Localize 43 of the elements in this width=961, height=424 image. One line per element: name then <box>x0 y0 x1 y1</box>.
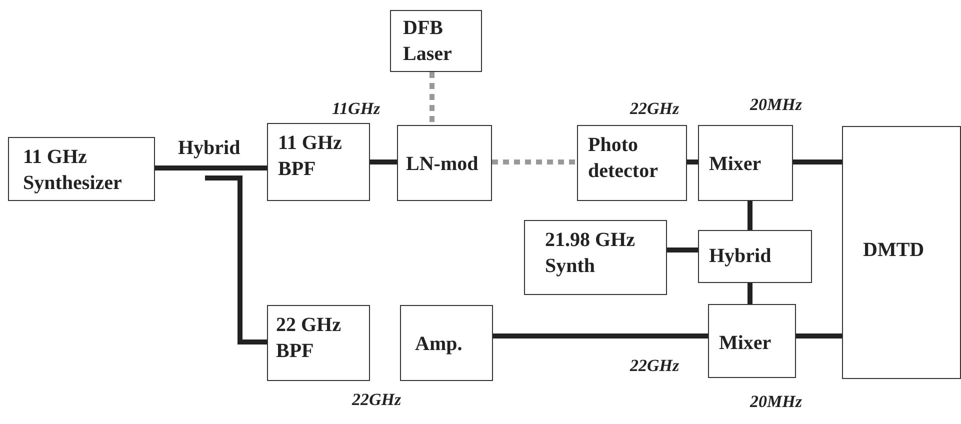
block-label: DFB Laser <box>403 16 453 67</box>
frequency-label: 22GHz <box>630 356 680 376</box>
block-label: LN-mod <box>406 152 480 177</box>
block-label: Photo detector <box>588 133 659 184</box>
connector-line <box>748 283 752 304</box>
block-box <box>400 305 493 381</box>
connector-line <box>687 160 698 164</box>
connector-line <box>796 334 842 338</box>
frequency-label: 22GHz <box>352 390 402 410</box>
block-label: 11 GHz BPF <box>278 131 343 182</box>
frequency-label: 11GHz <box>332 99 380 119</box>
block-label: 11 GHz Synthesizer <box>23 145 123 196</box>
block-box <box>8 137 155 201</box>
connector-line <box>430 72 434 125</box>
block-box <box>842 126 961 379</box>
frequency-label: 20MHz <box>750 95 802 115</box>
frequency-label: 22GHz <box>630 99 680 119</box>
block-label: Mixer <box>709 152 762 177</box>
connector-line <box>492 160 577 164</box>
connector-line <box>155 166 267 170</box>
block-box <box>267 305 370 381</box>
block-box <box>390 10 482 72</box>
block-label: Hybrid <box>709 244 772 269</box>
block-box <box>577 125 687 201</box>
frequency-label: 20MHz <box>750 392 802 412</box>
block-box <box>267 123 370 201</box>
block-box <box>524 220 667 295</box>
block-box <box>397 125 492 201</box>
block-box <box>698 125 793 201</box>
connector-line <box>793 160 842 164</box>
connector-line <box>667 248 698 252</box>
block-label: 22 GHz BPF <box>276 313 342 364</box>
connector-line <box>493 334 708 338</box>
block-label: 21.98 GHz Synth <box>545 228 636 279</box>
block-label: Mixer <box>719 331 772 356</box>
block-box <box>708 304 796 378</box>
edge-label: Hybrid <box>176 137 242 160</box>
connector-line <box>748 201 752 230</box>
block-box <box>698 230 812 283</box>
connector-line <box>205 176 267 344</box>
block-label: Amp. <box>415 332 464 357</box>
connector-line <box>370 160 397 164</box>
block-label: DMTD <box>863 238 926 263</box>
